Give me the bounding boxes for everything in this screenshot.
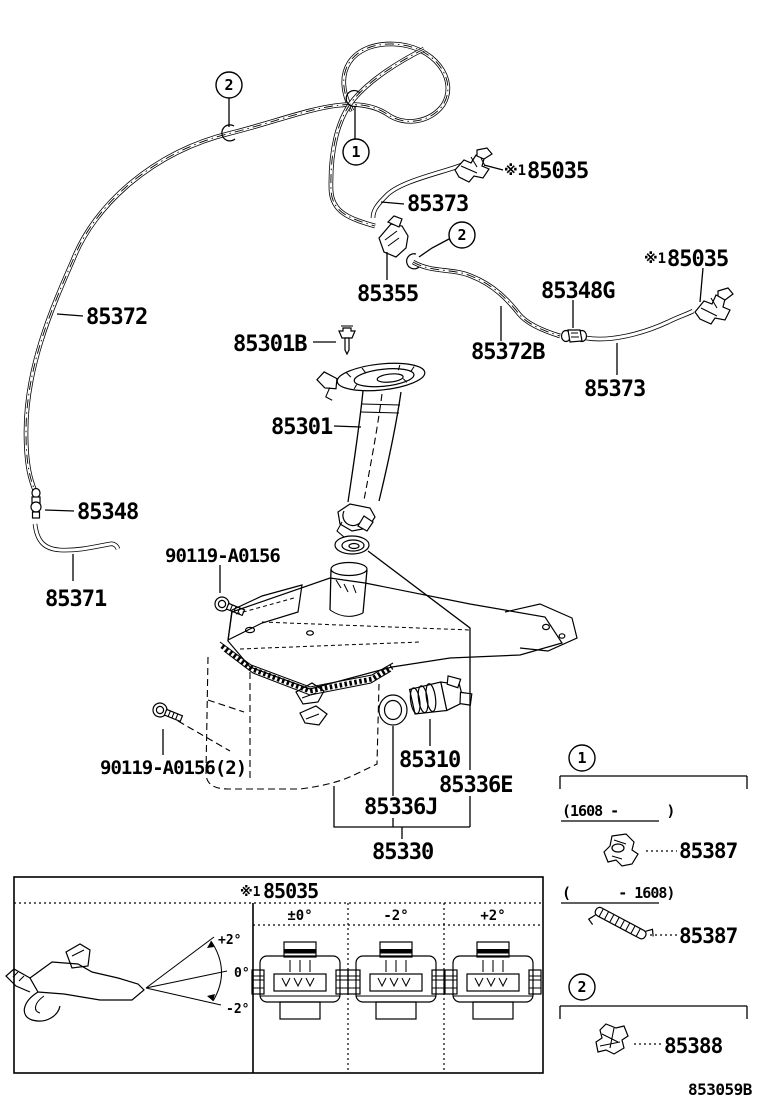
- part-labels: ※1 85035 85373 85355 85348G ※1 85035 853…: [45, 159, 729, 865]
- callout-2-mid: 2: [448, 221, 476, 249]
- label-85336e: 85336E: [439, 773, 512, 798]
- joint-85348-icon: [30, 487, 42, 519]
- hose-85372b-path: [412, 261, 561, 337]
- callout-1-top-num: 1: [351, 143, 360, 161]
- spray-angle-table: ※1 85035 ±0° -2° +2° +2° 0° -2°: [5, 876, 544, 1074]
- callout-2-topleft-num: 2: [224, 76, 233, 94]
- table-col-1: -2°: [383, 908, 408, 924]
- hose-85372-path: [24, 42, 450, 492]
- label-85373-top: 85373: [407, 192, 468, 217]
- callout-2-topleft: 2: [215, 71, 243, 99]
- clip-85301b-icon: [338, 325, 356, 356]
- hose-85371-path: [33, 523, 120, 552]
- label-85336j: 85336J: [364, 795, 437, 820]
- table-header-ref: ※1: [240, 885, 261, 900]
- label-85372b: 85372B: [471, 340, 545, 365]
- callout-1-right-num: 1: [577, 749, 586, 767]
- clamp-icon-top-center: [345, 89, 361, 108]
- inlet-85301-drawing: [316, 362, 426, 555]
- label-85348: 85348: [77, 500, 138, 525]
- label-85035-right-ref: ※1: [644, 251, 666, 267]
- bolt-1-icon: [214, 596, 246, 617]
- callout-1-right: 1: [568, 744, 596, 772]
- callout-1-top: 1: [342, 138, 370, 166]
- label-90119-a0156-2: 90119-A0156(2): [100, 757, 246, 779]
- hose-85373-bottom-path: [585, 309, 694, 341]
- clamp-variants: 1 (1608 - ) 85387 ( - 1608) 85387 2: [559, 744, 748, 1058]
- washer-nozzle-right-icon: [694, 287, 734, 325]
- table-header-num: 85035: [263, 879, 318, 903]
- hose-85372b-path: [411, 259, 561, 339]
- washer-nozzle-top-icon: [454, 147, 493, 183]
- nozzle-side-view: [5, 943, 145, 1022]
- hose-85373-top-path: [371, 161, 468, 219]
- date-range-old: ( - 1608): [562, 884, 674, 902]
- label-85387-new: 85387: [679, 839, 738, 863]
- label-85348g: 85348G: [541, 279, 615, 304]
- washer-jar-assembly-drawing: [205, 561, 578, 790]
- clamp-85387-old-icon: [587, 906, 654, 940]
- spray-fan: +2° 0° -2°: [145, 933, 250, 1017]
- fan-label-plus2: +2°: [218, 933, 241, 948]
- callout-2-mid-num: 2: [457, 226, 466, 244]
- clamp-icon-top-left: [221, 124, 236, 142]
- washer-motor-icon: [408, 675, 473, 715]
- hose-85372b-path: [412, 260, 561, 338]
- fan-label-minus2: -2°: [226, 1002, 249, 1017]
- label-85373-bottom: 85373: [584, 377, 645, 402]
- label-85388: 85388: [664, 1034, 723, 1058]
- date-range-new: (1608 - ): [562, 802, 674, 820]
- sprayer-bottom-view-0: [251, 941, 349, 1020]
- sprayer-bottom-view-2: [444, 941, 542, 1020]
- label-85355: 85355: [357, 282, 418, 307]
- label-85035-top-ref: ※1: [504, 163, 526, 179]
- bolt-2-icon: [152, 702, 184, 723]
- hose-85372-path: [25, 43, 449, 492]
- callout-2-right: 2: [568, 973, 596, 1001]
- label-85371: 85371: [45, 587, 107, 612]
- hose-to-joint-path: [330, 48, 425, 227]
- label-85387-old: 85387: [679, 924, 738, 948]
- table-col-0: ±0°: [287, 908, 312, 924]
- leader-lines: [44, 98, 704, 839]
- joint-85348g-icon: [560, 329, 588, 343]
- sprayer-bottom-view-1: [347, 941, 445, 1020]
- label-85035-right: 85035: [667, 247, 728, 272]
- table-col-2: +2°: [480, 908, 505, 924]
- joint-85355-icon: [378, 215, 420, 270]
- label-85035-top: 85035: [527, 159, 588, 184]
- clamp-85388-icon: [595, 1023, 629, 1055]
- callout-2-right-num: 2: [577, 978, 586, 996]
- label-85310: 85310: [399, 748, 460, 773]
- label-85301b: 85301B: [233, 332, 307, 357]
- label-85301: 85301: [271, 415, 333, 440]
- label-90119-a0156: 90119-A0156: [165, 545, 280, 567]
- clamp-85387-new-icon: [603, 833, 639, 867]
- fan-label-0: 0°: [234, 966, 250, 981]
- label-85330: 85330: [372, 840, 433, 865]
- hose-routing: [23, 41, 695, 553]
- doc-code: 853059B: [688, 1080, 753, 1099]
- hose-85373-bottom-path: [585, 308, 695, 342]
- label-85372: 85372: [86, 305, 147, 330]
